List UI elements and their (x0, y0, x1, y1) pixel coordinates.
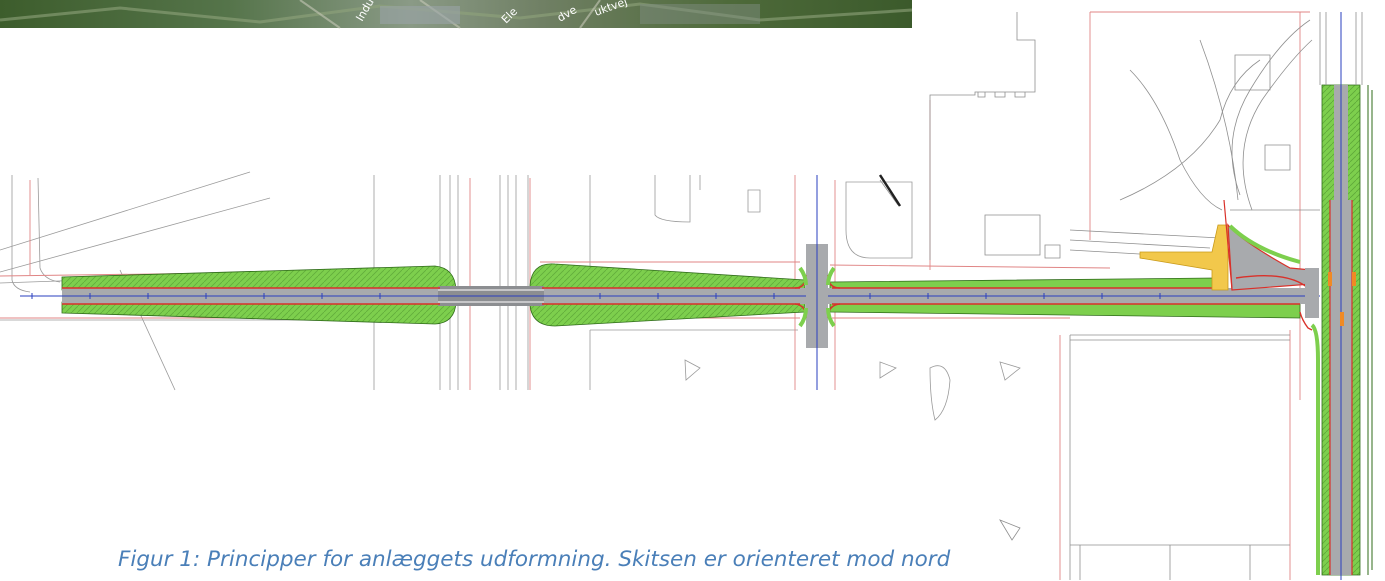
main-road-corridor (20, 263, 1320, 327)
figure-caption: Figur 1: Principper for anlæggets udform… (118, 547, 951, 572)
yellow-access-area (1139, 224, 1229, 291)
aerial-photo-strip: Indu Ele dve uktvej (0, 0, 913, 29)
crossing-road-middle (794, 175, 841, 390)
north-south-main-road (1305, 12, 1373, 580)
north-marker-line (878, 174, 902, 207)
